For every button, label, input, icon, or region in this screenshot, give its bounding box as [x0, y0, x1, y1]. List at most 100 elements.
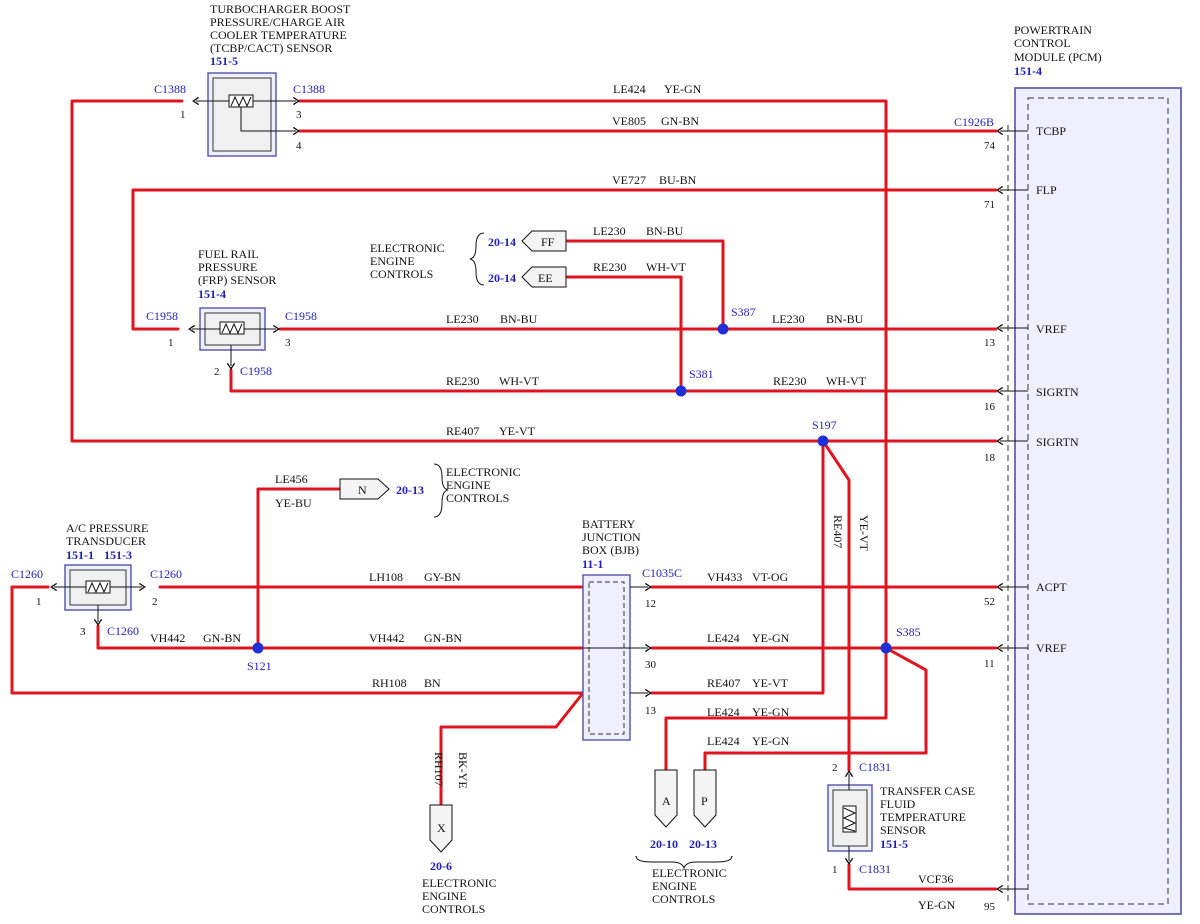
- circuit-code: LE424: [707, 734, 740, 748]
- offpage-n: N 20-13 ELECTRONIC ENGINE CONTROLS: [339, 463, 521, 518]
- frp-sensor: FUEL RAIL PRESSURE (FRP) SENSOR 151-4 C1…: [146, 247, 317, 378]
- pcm-pin-52: 52: [984, 596, 995, 608]
- tcf-title-line4: SENSOR: [880, 823, 926, 837]
- splice-s197-label: S197: [812, 418, 837, 432]
- frp-ref: 151-4: [198, 287, 226, 301]
- wire-le424-p: [703, 646, 928, 772]
- wires: [10, 99, 998, 891]
- tcbp-title-line1: TURBOCHARGER BOOST: [210, 2, 351, 16]
- splices: S387 S381 S197 S121 S385: [247, 305, 921, 673]
- tcbp-sensor: TURBOCHARGER BOOST PRESSURE/CHARGE AIR C…: [154, 2, 351, 157]
- circuit-code: LE424: [613, 82, 646, 96]
- tcbp-conn-left: C1388: [154, 82, 186, 96]
- offpage-a-letter: A: [662, 794, 671, 808]
- offpage-n-ref: 20-13: [396, 483, 424, 497]
- offpage-group1-line1: ELECTRONIC: [370, 241, 445, 255]
- tcbp-pin-1: 1: [180, 109, 186, 121]
- ac-conn-left: C1260: [11, 567, 43, 581]
- splice-s121-label: S121: [247, 659, 272, 673]
- pcm-signal-sigrtn-18: SIGRTN: [1036, 435, 1079, 449]
- circuit-code: VH442: [150, 631, 185, 645]
- offpage-group3-line1: ELECTRONIC: [422, 876, 497, 890]
- offpage-group1-line3: CONTROLS: [370, 267, 433, 281]
- offpage-x: X 20-6 ELECTRONIC ENGINE CONTROLS: [422, 804, 497, 916]
- circuit-color: YE-GN: [752, 734, 790, 748]
- bjb-ref: 11-1: [582, 557, 603, 571]
- wire-re407-vertical: [650, 439, 825, 695]
- circuit-color: BN-BU: [826, 312, 864, 326]
- tcf-pin-2: 2: [832, 762, 838, 774]
- offpage-group2-line2: ENGINE: [446, 478, 491, 492]
- pcm-module: POWERTRAIN CONTROL MODULE (PCM) 151-4 C1…: [954, 23, 1182, 915]
- bjb-title-line3: BOX (BJB): [582, 543, 639, 557]
- wire-re407-to-tcf: [821, 439, 851, 772]
- circuit-code: RE407: [707, 676, 740, 690]
- circuit-color: YE-GN: [752, 631, 790, 645]
- offpage-group3-line2: ENGINE: [422, 889, 467, 903]
- wire-re230-ee: [564, 275, 683, 393]
- offpage-group4-line3: CONTROLS: [652, 892, 715, 906]
- tcbp-title-line4: (TCBP/CACT) SENSOR: [210, 41, 332, 55]
- frp-pin-3: 3: [285, 337, 291, 349]
- offpage-ff-ee: ELECTRONIC ENGINE CONTROLS 20-14 FF 20-1…: [370, 230, 567, 288]
- circuit-color: YE-GN: [664, 82, 702, 96]
- offpage-a-p: A P 20-10 20-13 ELECTRONIC ENGINE CONTRO…: [635, 769, 733, 906]
- pcm-signal-flp: FLP: [1036, 183, 1057, 197]
- circuit-code: VCF36: [918, 872, 953, 886]
- circuit-code: VH442: [369, 631, 404, 645]
- frp-title-line2: PRESSURE: [198, 260, 257, 274]
- tcf-conn-bottom: C1831: [859, 862, 891, 876]
- splice-s197: [817, 435, 829, 447]
- pcm-pin-71: 71: [984, 199, 995, 211]
- offpage-ee-ref: 20-14: [488, 271, 516, 285]
- pcm-signal-vref-13: VREF: [1036, 322, 1067, 336]
- circuit-code: VE727: [612, 173, 646, 187]
- frp-title-line1: FUEL RAIL: [198, 247, 259, 261]
- tcbp-title-line2: PRESSURE/CHARGE AIR: [210, 15, 345, 29]
- splice-s387-label: S387: [731, 305, 756, 319]
- splice-s121: [252, 642, 264, 654]
- circuit-code: RE230: [446, 374, 479, 388]
- wire-le230-ff: [564, 239, 725, 331]
- offpage-group1-line2: ENGINE: [370, 254, 415, 268]
- splice-s381-label: S381: [689, 367, 714, 381]
- frp-title-line3: (FRP) SENSOR: [198, 273, 276, 287]
- circuit-code: LE230: [593, 224, 626, 238]
- pcm-title-line3: MODULE (PCM): [1014, 50, 1102, 64]
- offpage-x-ref: 20-6: [430, 859, 452, 873]
- circuit-color: WH-VT: [499, 374, 540, 388]
- circuit-code: LE230: [446, 312, 479, 326]
- ac-pin-2: 2: [152, 596, 158, 608]
- ac-ref-2: 151-3: [104, 548, 132, 562]
- offpage-group3-line3: CONTROLS: [422, 902, 485, 916]
- pcm-title-line1: POWERTRAIN: [1014, 23, 1092, 37]
- wire-le456: [256, 487, 342, 650]
- wire-re407-loop: [70, 99, 998, 443]
- tcf-title-line1: TRANSFER CASE: [880, 784, 975, 798]
- circuit-code: RE230: [773, 374, 806, 388]
- offpage-group2-line1: ELECTRONIC: [446, 465, 521, 479]
- frp-pin-2: 2: [214, 366, 220, 378]
- circuit-code-vertical: RH107: [432, 752, 446, 787]
- splice-s385: [880, 642, 892, 654]
- circuit-color-vertical: YE-VT: [857, 515, 871, 552]
- circuit-color: GN-BN: [424, 631, 462, 645]
- bjb-pin-12: 12: [645, 598, 656, 610]
- circuit-color: YE-GN: [752, 705, 790, 719]
- circuit-color: YE-VT: [752, 676, 789, 690]
- ac-pressure-transducer: A/C PRESSURE TRANSDUCER 151-1 151-3 C126…: [11, 521, 182, 638]
- transfer-case-fluid-temp-sensor: C1831 C1831 2 1 TRANSFER CASE FLUID TEMP…: [827, 760, 975, 876]
- pcm-signal-sigrtn-16: SIGRTN: [1036, 385, 1079, 399]
- offpage-a-ref: 20-10: [650, 837, 678, 851]
- ac-ref-1: 151-1: [66, 548, 94, 562]
- wire-re230-main: [229, 368, 998, 393]
- pcm-pin-18: 18: [984, 452, 996, 464]
- ac-conn-bottom: C1260: [107, 624, 139, 638]
- splice-s381: [675, 385, 687, 397]
- circuit-code: LE424: [707, 705, 740, 719]
- circuit-code: LE424: [707, 631, 740, 645]
- wire-vcf36: [847, 863, 998, 891]
- wire-rh108: [10, 585, 585, 695]
- offpage-group4-line2: ENGINE: [652, 879, 697, 893]
